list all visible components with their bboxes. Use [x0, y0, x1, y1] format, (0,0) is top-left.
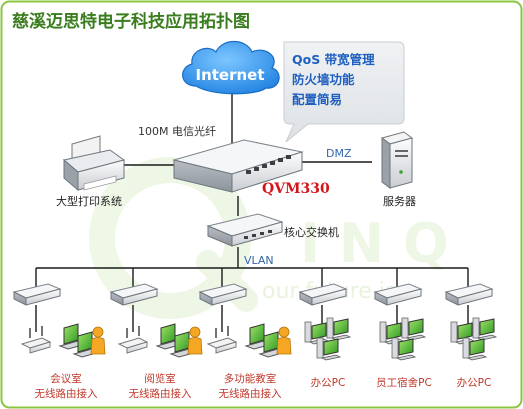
access-switch-icon	[12, 283, 62, 306]
wireless-router-icon	[206, 326, 238, 354]
pc-cluster-office-1	[304, 317, 352, 361]
user-person-icon	[187, 326, 203, 355]
pc-cluster-office-2	[450, 317, 498, 361]
server-label: 服务器	[383, 195, 416, 208]
user-person-icon	[90, 326, 106, 355]
printer-label: 大型打印系统	[56, 194, 122, 208]
server-icon	[380, 131, 414, 189]
feature-callout: QoS 带宽管理 防火墙功能 配置简易	[283, 41, 405, 143]
connection-lines	[35, 92, 469, 332]
dmz-label: DMZ	[326, 147, 352, 160]
group-label-3-line2: 无线路由接入	[219, 387, 282, 400]
desktop-pc-icon	[379, 321, 405, 345]
wireless-group-conference	[20, 323, 106, 358]
wireless-router-icon	[117, 326, 149, 354]
access-switch-icon	[109, 283, 159, 306]
desktop-pc-icon	[391, 337, 417, 361]
group-label-4: 办公PC	[311, 376, 346, 389]
group-label-1-line2: 无线路由接入	[35, 387, 98, 400]
pc-cluster-dorm	[379, 317, 427, 361]
desktop-pc-icon	[316, 337, 342, 361]
desktop-pc-icon	[304, 321, 330, 345]
core-switch-label: 核心交换机	[284, 225, 339, 239]
watermark-letters: I N Q	[300, 212, 449, 275]
vlan-label: VLAN	[244, 254, 274, 267]
internet-cloud-icon: Internet	[182, 40, 280, 95]
desktop-pc-icon	[450, 321, 476, 345]
internet-label: Internet	[195, 66, 264, 84]
callout-line-3: 配置简易	[292, 92, 342, 107]
group-label-5: 员工宿舍PC	[376, 376, 432, 389]
callout-line-1: QoS 带宽管理	[292, 52, 375, 67]
group-label-6: 办公PC	[457, 376, 492, 389]
callout-line-2: 防火墙功能	[292, 72, 355, 87]
access-switch-icon	[444, 283, 494, 306]
wireless-router-icon	[20, 326, 52, 354]
printer-icon	[62, 135, 126, 192]
page-title: 慈溪迈思特电子科技应用拓扑图	[12, 11, 250, 32]
desktop-pc-icon	[472, 317, 498, 341]
router-icon	[172, 139, 304, 193]
router-model-label: QVM330	[262, 181, 330, 197]
desktop-pc-icon	[401, 317, 427, 341]
group-label-2-line1: 阅览室	[144, 372, 176, 385]
access-switch-icon	[373, 283, 423, 306]
group-label-3-line1: 多功能教室	[224, 372, 277, 385]
desktop-pc-icon	[462, 337, 488, 361]
user-person-icon	[276, 326, 292, 355]
desktop-pc-icon	[326, 317, 352, 341]
link-label: 100M 电信光纤	[138, 124, 216, 138]
group-label-1-line1: 会议室	[50, 372, 82, 385]
access-switch-icon	[298, 283, 348, 306]
access-switch-icon	[198, 283, 248, 306]
core-switch-icon	[206, 213, 284, 247]
wireless-group-multifunction	[206, 323, 292, 358]
group-label-2-line2: 无线路由接入	[129, 387, 192, 400]
wireless-group-reading	[117, 323, 203, 358]
